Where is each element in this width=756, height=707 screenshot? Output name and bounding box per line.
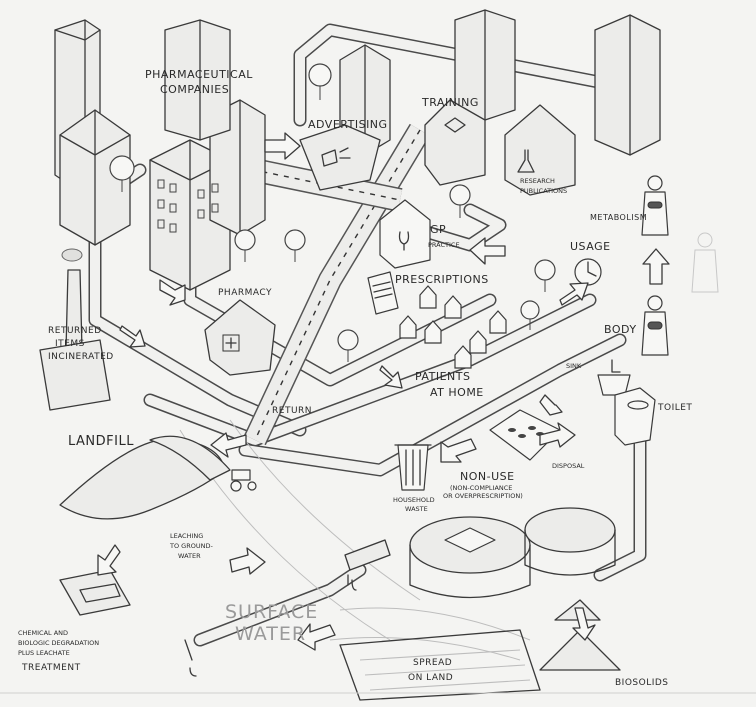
label-pharmacy: PHARMACY bbox=[218, 288, 272, 298]
bin-icon bbox=[395, 445, 431, 490]
label-sink: SINK bbox=[566, 362, 582, 370]
label-spread-2: ON LAND bbox=[408, 673, 453, 683]
label-patients-1: PATIENTS bbox=[415, 370, 470, 383]
label-spread-1: SPREAD bbox=[413, 658, 452, 668]
label-biosolids: BIOSOLIDS bbox=[615, 678, 669, 688]
label-prescriptions: PRESCRIPTIONS bbox=[395, 273, 489, 286]
stethoscope-icon bbox=[380, 200, 430, 268]
label-surface-1: SURFACE bbox=[225, 601, 318, 623]
label-training: TRAINING bbox=[421, 96, 479, 109]
label-returned-2: ITEMS bbox=[55, 339, 85, 349]
label-leaching-2: TO GROUND- bbox=[169, 542, 213, 550]
label-usage: USAGE bbox=[570, 240, 611, 253]
label-chemical-3: PLUS LEACHATE bbox=[18, 649, 70, 657]
label-pharma-2: COMPANIES bbox=[160, 83, 229, 96]
label-returned-1: RETURNED bbox=[48, 326, 102, 336]
toilet-icon bbox=[615, 388, 655, 445]
sink-icon bbox=[598, 360, 630, 395]
prescription-icon bbox=[368, 272, 398, 314]
tractor-icon bbox=[231, 470, 256, 491]
label-pharma-1: PHARMACEUTICAL bbox=[145, 68, 253, 81]
label-metabolism: METABOLISM bbox=[590, 213, 647, 222]
label-chemical-2: BIOLOGIC DEGRADATION bbox=[18, 639, 99, 647]
label-research-2: PUBLICATIONS bbox=[520, 187, 567, 195]
label-non-use-note-1: (NON-COMPLIANCE bbox=[450, 484, 512, 492]
treatment-tanks bbox=[410, 508, 615, 598]
label-landfill: LANDFILL bbox=[68, 434, 134, 449]
label-leaching-1: LEACHING bbox=[170, 532, 203, 540]
label-non-use: NON-USE bbox=[460, 470, 515, 483]
factory-icon bbox=[55, 20, 265, 290]
label-toilet: TOILET bbox=[657, 403, 692, 413]
outlet bbox=[345, 540, 390, 590]
label-chemical-4: TREATMENT bbox=[21, 663, 81, 673]
metabolism-ghost bbox=[692, 233, 718, 292]
label-non-use-note-2: OR OVERPRESCRIPTION) bbox=[443, 492, 523, 500]
label-chemical-1: CHEMICAL AND bbox=[18, 629, 68, 637]
label-returned-3: INCINERATED bbox=[48, 352, 114, 362]
label-gp-1: GP bbox=[430, 223, 446, 236]
label-disposal: DISPOSAL bbox=[552, 462, 585, 470]
label-household-1: HOUSEHOLD bbox=[393, 496, 435, 504]
label-leaching-3: WATER bbox=[178, 552, 201, 560]
top-buildings bbox=[340, 10, 660, 155]
label-household-2: WASTE bbox=[405, 505, 428, 513]
label-research-1: RESEARCH bbox=[520, 177, 555, 185]
label-body: BODY bbox=[604, 323, 637, 336]
label-surface-2: WATER bbox=[235, 623, 306, 645]
label-advertising: ADVERTISING bbox=[308, 118, 388, 131]
label-patients-2: AT HOME bbox=[430, 386, 484, 399]
leachate-treatment bbox=[60, 570, 196, 676]
clock-icon bbox=[575, 259, 601, 285]
label-gp-2: PRACTICE bbox=[428, 241, 460, 249]
label-return: RETURN bbox=[272, 406, 312, 416]
